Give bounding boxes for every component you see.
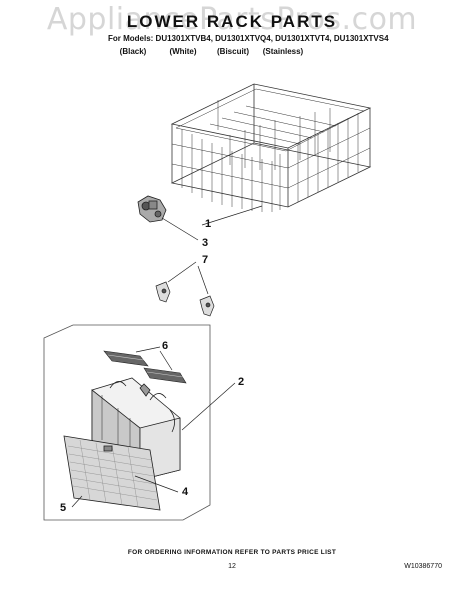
callout-6: 6 (162, 340, 169, 352)
page-number: 12 (228, 563, 236, 570)
models-line: For Models: DU1301XTVB4, DU1301XTVQ4, DU… (108, 34, 389, 43)
page-title: LOWER RACK PARTS (126, 12, 338, 31)
rack-roller-illustration (137, 195, 167, 223)
finish-biscuit: (Biscuit) (217, 47, 249, 56)
lower-rack-illustration (170, 83, 372, 212)
callout-2: 2 (238, 376, 245, 388)
basket-group-outline (43, 324, 211, 521)
callout-1: 1 (205, 218, 212, 230)
document-number: W10386770 (404, 563, 442, 570)
finish-list: (Black) (White) (Biscuit) (Stainless) (108, 47, 368, 56)
ordering-note: FOR ORDERING INFORMATION REFER TO PARTS … (127, 549, 337, 556)
finish-white: (White) (169, 47, 197, 56)
rack-stop-clip-illustration (155, 281, 215, 317)
model-list: For Models: DU1301XTVB4, DU1301XTVQ4, DU… (108, 34, 389, 56)
callout-7: 7 (202, 254, 209, 266)
callout-leaders (71, 205, 263, 508)
finish-black: (Black) (119, 47, 147, 56)
basket-cover-illustration (103, 350, 187, 384)
watermark: AppliancePartsPros.com (46, 2, 418, 37)
finish-stainless: (Stainless) (262, 47, 304, 56)
callout-4: 4 (182, 486, 189, 498)
basket-lid-illustration (63, 435, 161, 511)
callout-3: 3 (202, 237, 209, 249)
callout-5: 5 (60, 502, 67, 514)
